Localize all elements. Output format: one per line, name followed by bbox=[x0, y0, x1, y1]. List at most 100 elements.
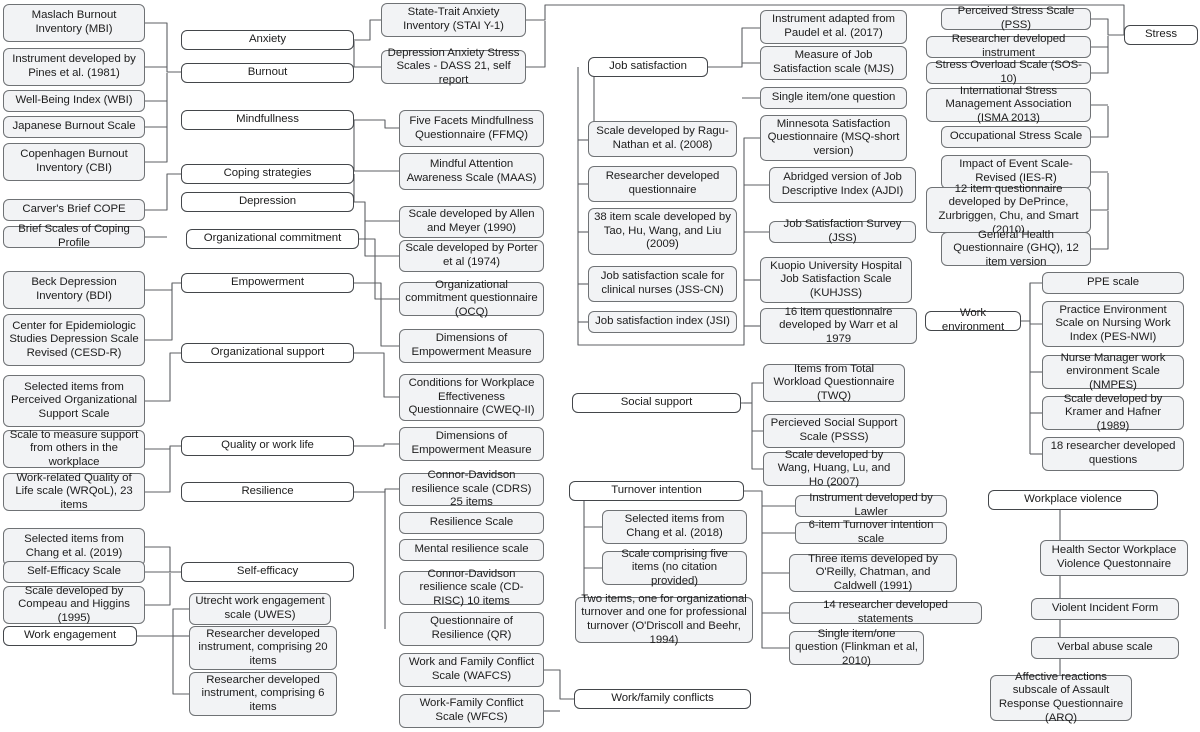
instrument-node-five_items[interactable]: Scale comprising five items (no citation… bbox=[602, 548, 747, 587]
instrument-node-pss[interactable]: Perceived Stress Scale (PSS) bbox=[941, 5, 1091, 31]
instrument-node-oss[interactable]: Occupational Stress Scale bbox=[941, 126, 1091, 148]
instrument-node-qr[interactable]: Questionnaire of Resilience (QR) bbox=[399, 612, 544, 646]
instrument-node-mbi[interactable]: Maslach Burnout Inventory (MBI) bbox=[3, 4, 145, 42]
instrument-node-arq[interactable]: Affective reactions subscale of Assault … bbox=[990, 671, 1132, 724]
instrument-node-paudel[interactable]: Instrument adapted from Paudel et al. (2… bbox=[760, 10, 907, 44]
instrument-node-jbs[interactable]: Japanese Burnout Scale bbox=[3, 116, 145, 138]
instrument-node-resilience_scale[interactable]: Resilience Scale bbox=[399, 512, 544, 534]
instrument-node-oreilly[interactable]: Three items developed by O'Reilly, Chatm… bbox=[789, 553, 957, 592]
instrument-node-sos10[interactable]: Stress Overload Scale (SOS-10) bbox=[926, 59, 1091, 85]
instrument-node-flinkman[interactable]: Single item/one question (Flinkman et al… bbox=[789, 628, 924, 667]
instrument-node-wang2007[interactable]: Scale developed by Wang, Huang, Lu, and … bbox=[763, 449, 905, 488]
instrument-node-warr16[interactable]: 16 item questionnaire developed by Warr … bbox=[760, 306, 917, 345]
instrument-node-wfcs[interactable]: Work-Family Conflict Scale (WFCS) bbox=[399, 694, 544, 728]
node-label: Organizational support bbox=[210, 346, 325, 359]
concept-node-coping_strategies[interactable]: Coping strategies bbox=[181, 164, 354, 184]
instrument-node-wrqol[interactable]: Work-related Quality of Life scale (WRQo… bbox=[3, 472, 145, 511]
concept-node-work_family_conflicts[interactable]: Work/family conflicts bbox=[574, 689, 751, 709]
concept-node-organizational_support[interactable]: Organizational support bbox=[181, 343, 354, 363]
instrument-node-ajdi[interactable]: Abridged version of Job Descriptive Inde… bbox=[769, 167, 916, 203]
instrument-node-ocq[interactable]: Organizational commitment questionnaire … bbox=[399, 279, 544, 318]
node-label: Percieved Social Support Scale (PSSS) bbox=[770, 417, 898, 443]
instrument-node-kramer[interactable]: Scale developed by Kramer and Hafner (19… bbox=[1042, 393, 1184, 432]
instrument-node-ffmq[interactable]: Five Facets Mindfullness Questionnaire (… bbox=[399, 110, 544, 147]
instrument-node-cdrisc10[interactable]: Connor-Davidson resilience scale (CD-RIS… bbox=[399, 568, 544, 607]
instrument-node-tao38[interactable]: 38 item scale developed by Tao, Hu, Wang… bbox=[588, 208, 737, 255]
instrument-node-dass21[interactable]: Depression Anxiety Stress Scales - DASS … bbox=[381, 47, 526, 86]
instrument-node-doem2[interactable]: Dimensions of Empowerment Measure bbox=[399, 427, 544, 461]
instrument-node-cesdr[interactable]: Center for Epidemiologic Studies Depress… bbox=[3, 314, 145, 366]
concept-node-workplace_violence[interactable]: Workplace violence bbox=[988, 490, 1158, 510]
instrument-node-mental_resilience[interactable]: Mental resilience scale bbox=[399, 539, 544, 561]
instrument-node-kuhjss[interactable]: Kuopio University Hospital Job Satisfact… bbox=[760, 257, 912, 303]
instrument-node-rdi20[interactable]: Researcher developed instrument, compris… bbox=[189, 626, 337, 670]
instrument-node-single_item_js[interactable]: Single item/one question bbox=[760, 87, 907, 109]
concept-node-burnout[interactable]: Burnout bbox=[181, 63, 354, 83]
instrument-node-rdinstr[interactable]: Researcher developed instrument bbox=[926, 33, 1091, 59]
instrument-node-uwes[interactable]: Utrecht work engagement scale (UWES) bbox=[189, 593, 331, 625]
instrument-node-rdi6[interactable]: Researcher developed instrument, compris… bbox=[189, 672, 337, 716]
instrument-node-vas[interactable]: Verbal abuse scale bbox=[1031, 637, 1179, 659]
instrument-node-nmpes[interactable]: Nurse Manager work environment Scale (NM… bbox=[1042, 352, 1184, 391]
instrument-node-twq[interactable]: Items from Total Workload Questionnaire … bbox=[763, 363, 905, 402]
concept-node-work_environment[interactable]: Work environment bbox=[925, 307, 1021, 333]
instrument-node-vif[interactable]: Violent Incident Form bbox=[1031, 598, 1179, 620]
instrument-node-support_others[interactable]: Scale to measure support from others in … bbox=[3, 429, 145, 468]
instrument-node-pines[interactable]: Instrument developed by Pines et al. (19… bbox=[3, 48, 145, 86]
instrument-node-jsi[interactable]: Job satisfaction index (JSI) bbox=[588, 311, 737, 333]
instrument-node-mjs[interactable]: Measure of Job Satisfaction scale (MJS) bbox=[760, 46, 907, 80]
connector-line bbox=[751, 403, 763, 432]
concept-node-quality_or_work_life[interactable]: Quality or work life bbox=[181, 436, 354, 456]
instrument-node-pesnwi[interactable]: Practice Environment Scale on Nursing Wo… bbox=[1042, 301, 1184, 347]
instrument-node-jss[interactable]: Job Satisfaction Survey (JSS) bbox=[769, 218, 916, 244]
instrument-node-lawler[interactable]: Instrument developed by Lawler bbox=[795, 492, 947, 518]
instrument-node-doem1[interactable]: Dimensions of Empowerment Measure bbox=[399, 329, 544, 363]
instrument-node-brief_cope[interactable]: Carver's Brief COPE bbox=[3, 199, 145, 221]
node-label: Scale developed by Porter et al (1974) bbox=[405, 242, 538, 268]
instrument-node-isma[interactable]: International Stress Management Associat… bbox=[926, 85, 1091, 124]
instrument-node-deprince[interactable]: 12 item questionnaire developed by DePri… bbox=[926, 183, 1091, 236]
instrument-node-compeau[interactable]: Scale developed by Compeau and Higgins (… bbox=[3, 585, 145, 624]
concept-node-resilience[interactable]: Resilience bbox=[181, 482, 354, 502]
concept-node-organizational_commitment[interactable]: Organizational commitment bbox=[186, 229, 359, 249]
instrument-node-chang2019[interactable]: Selected items from Chang et al. (2019) bbox=[3, 528, 145, 566]
instrument-node-cweq2[interactable]: Conditions for Workplace Effectiveness Q… bbox=[399, 374, 544, 421]
concept-node-self_efficacy[interactable]: Self-efficacy bbox=[181, 562, 354, 582]
instrument-node-cbi[interactable]: Copenhagen Burnout Inventory (CBI) bbox=[3, 143, 145, 181]
instrument-node-allen_meyer[interactable]: Scale developed by Allen and Meyer (1990… bbox=[399, 206, 544, 238]
instrument-node-ghq12[interactable]: General Health Questionnaire (GHQ), 12 i… bbox=[941, 229, 1091, 268]
concept-node-depression[interactable]: Depression bbox=[181, 192, 354, 212]
instrument-node-ppe[interactable]: PPE scale bbox=[1042, 272, 1184, 294]
instrument-node-msq[interactable]: Minnesota Satisfaction Questionnaire (MS… bbox=[760, 115, 907, 161]
instrument-node-ragu_nathan[interactable]: Scale developed by Ragu-Nathan et al. (2… bbox=[588, 121, 737, 157]
instrument-node-rds14[interactable]: 14 researcher developed statements bbox=[789, 599, 982, 625]
instrument-node-bdi[interactable]: Beck Depression Inventory (BDI) bbox=[3, 271, 145, 309]
instrument-node-iesr[interactable]: Impact of Event Scale-Revised (IES-R) bbox=[941, 155, 1091, 189]
instrument-node-hswvq[interactable]: Health Sector Workplace Violence Queston… bbox=[1040, 540, 1188, 576]
instrument-node-rdq18[interactable]: 18 researcher developed questions bbox=[1042, 437, 1184, 471]
instrument-node-cdrs25[interactable]: Connor-Davidson resilience scale (CDRS) … bbox=[399, 469, 544, 508]
concept-node-mindfullness[interactable]: Mindfullness bbox=[181, 110, 354, 130]
instrument-node-poss[interactable]: Selected items from Perceived Organizati… bbox=[3, 375, 145, 427]
instrument-node-bscp[interactable]: Brief Scales of Coping Profile bbox=[3, 223, 145, 249]
instrument-node-psss[interactable]: Percieved Social Support Scale (PSSS) bbox=[763, 414, 905, 448]
instrument-node-jsscn[interactable]: Job satisfaction scale for clinical nurs… bbox=[588, 266, 737, 302]
concept-node-turnover_intention[interactable]: Turnover intention bbox=[569, 481, 744, 501]
instrument-node-wbi[interactable]: Well-Being Index (WBI) bbox=[3, 90, 145, 112]
concept-node-anxiety[interactable]: Anxiety bbox=[181, 30, 354, 50]
concept-node-empowerment[interactable]: Empowerment bbox=[181, 273, 354, 293]
instrument-node-ses[interactable]: Self-Efficacy Scale bbox=[3, 561, 145, 583]
instrument-node-odriscoll[interactable]: Two items, one for organizational turnov… bbox=[575, 593, 753, 646]
instrument-node-stai[interactable]: State-Trait Anxiety Inventory (STAI Y-1) bbox=[381, 3, 526, 37]
connector-line bbox=[145, 73, 168, 163]
concept-node-work_engagement[interactable]: Work engagement bbox=[3, 626, 137, 646]
concept-node-job_satisfaction[interactable]: Job satisfaction bbox=[588, 57, 708, 77]
concept-node-stress[interactable]: Stress bbox=[1124, 25, 1198, 45]
instrument-node-wafcs[interactable]: Work and Family Conflict Scale (WAFCS) bbox=[399, 653, 544, 687]
instrument-node-maas[interactable]: Mindful Attention Awareness Scale (MAAS) bbox=[399, 153, 544, 190]
instrument-node-ti6[interactable]: 6-item Turnover intention scale bbox=[795, 519, 947, 545]
instrument-node-rdq[interactable]: Researcher developed questionnaire bbox=[588, 166, 737, 202]
concept-node-social_support[interactable]: Social support bbox=[572, 393, 741, 413]
instrument-node-chang2018[interactable]: Selected items from Chang et al. (2018) bbox=[602, 510, 747, 544]
instrument-node-porter[interactable]: Scale developed by Porter et al (1974) bbox=[399, 240, 544, 272]
